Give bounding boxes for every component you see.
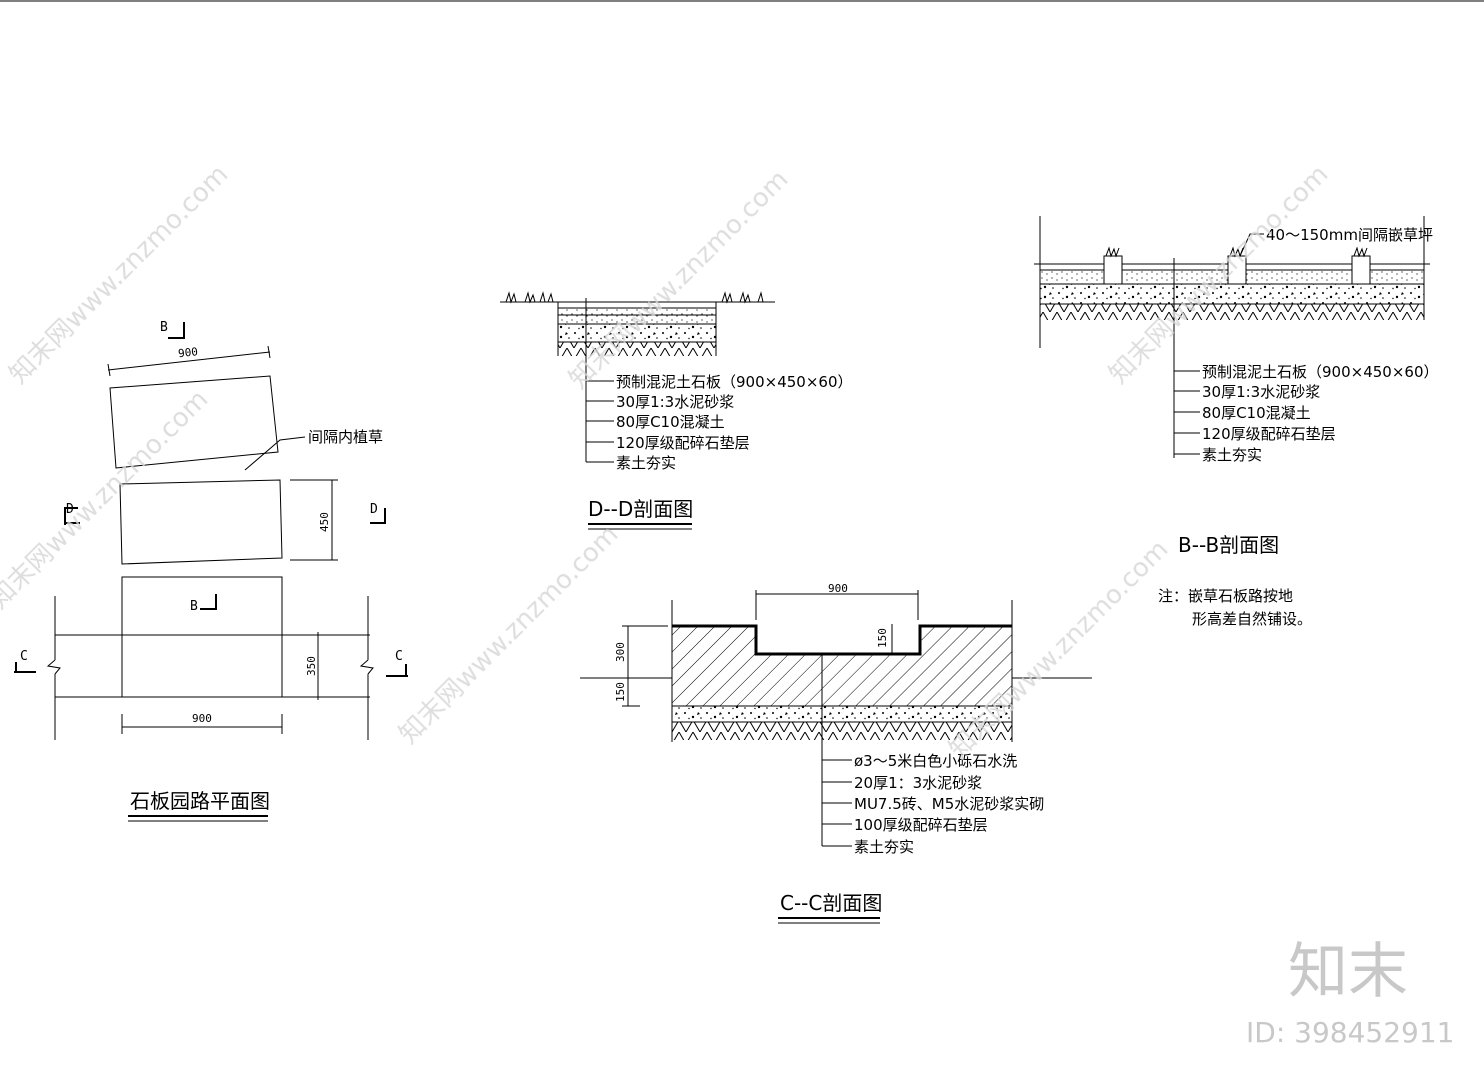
slab-tilted xyxy=(109,375,279,469)
watermark-site-5: 知末网www.znzmo.com xyxy=(394,519,625,750)
cc-title: C--C剖面图 xyxy=(780,891,882,915)
cc-layer-4: 100厚级配碎石垫层 xyxy=(854,816,988,834)
plan-dim-top: 900 xyxy=(177,345,198,360)
bb-top-note: 40～150mm间隔嵌草坪 xyxy=(1266,226,1433,244)
section-dd xyxy=(500,291,775,463)
mark-d-right: D xyxy=(370,502,378,517)
mark-c-left: C xyxy=(20,649,28,664)
slab-third xyxy=(121,576,283,698)
bb-note-1: 注：嵌草石板路按地 xyxy=(1158,587,1293,605)
cc-layer-3: MU7.5砖、M5水泥砂浆实砌 xyxy=(854,795,1044,813)
section-cc xyxy=(580,590,1092,847)
cc-layer-5: 素土夯实 xyxy=(854,838,914,856)
cc-dim-300: 300 xyxy=(614,642,627,662)
cc-dim-150-left: 150 xyxy=(614,682,627,702)
note-leader xyxy=(244,436,306,471)
watermark-site-4: 知末网www.znzmo.com xyxy=(0,384,214,615)
cc-layer-1: ø3～5米白色小砾石水洗 xyxy=(854,752,1017,770)
plan-title: 石板园路平面图 xyxy=(130,789,270,813)
mark-b-mid: B xyxy=(190,599,198,614)
watermark-id: ID: 398452911 xyxy=(1246,1016,1454,1049)
watermark-site-2: 知末网www.znzmo.com xyxy=(564,164,795,395)
dd-layer-3: 80厚C10混凝土 xyxy=(616,413,725,431)
cc-dim-900: 900 xyxy=(828,582,848,595)
dd-layer-1: 预制混泥土石板（900×450×60） xyxy=(616,373,853,391)
watermark-site-1: 知末网www.znzmo.com xyxy=(4,159,235,390)
dd-layer-4: 120厚级配碎石垫层 xyxy=(616,434,750,452)
cc-layer-2: 20厚1：3水泥砂浆 xyxy=(854,774,982,792)
slab-second xyxy=(119,479,283,565)
plan-dim-350: 350 xyxy=(305,656,318,676)
bb-layer-4: 120厚级配碎石垫层 xyxy=(1202,425,1336,443)
section-bb xyxy=(1034,216,1430,458)
mark-d-left: D xyxy=(66,502,74,517)
mark-b-top: B xyxy=(160,320,168,335)
plan-view xyxy=(46,345,374,740)
bb-title: B--B剖面图 xyxy=(1178,533,1279,557)
section-marks xyxy=(14,322,408,677)
bb-layer-3: 80厚C10混凝土 xyxy=(1202,404,1311,422)
mark-c-right: C xyxy=(395,649,403,664)
bb-layer-1: 预制混泥土石板（900×450×60） xyxy=(1202,363,1439,381)
plan-dim-bottom: 900 xyxy=(192,712,212,725)
plan-note: 间隔内植草 xyxy=(308,428,383,446)
dd-layer-2: 30厚1:3水泥砂浆 xyxy=(616,393,734,411)
bb-layer-2: 30厚1:3水泥砂浆 xyxy=(1202,383,1320,401)
bb-note-2: 形高差自然铺设。 xyxy=(1192,610,1312,628)
dd-layer-5: 素土夯实 xyxy=(616,454,676,472)
dd-title: D--D剖面图 xyxy=(588,497,693,521)
cc-dim-150-inner: 150 xyxy=(876,628,889,648)
bb-layer-5: 素土夯实 xyxy=(1202,446,1262,464)
watermark-brand: 知末 xyxy=(1288,937,1408,1007)
plan-dim-450: 450 xyxy=(318,512,331,532)
